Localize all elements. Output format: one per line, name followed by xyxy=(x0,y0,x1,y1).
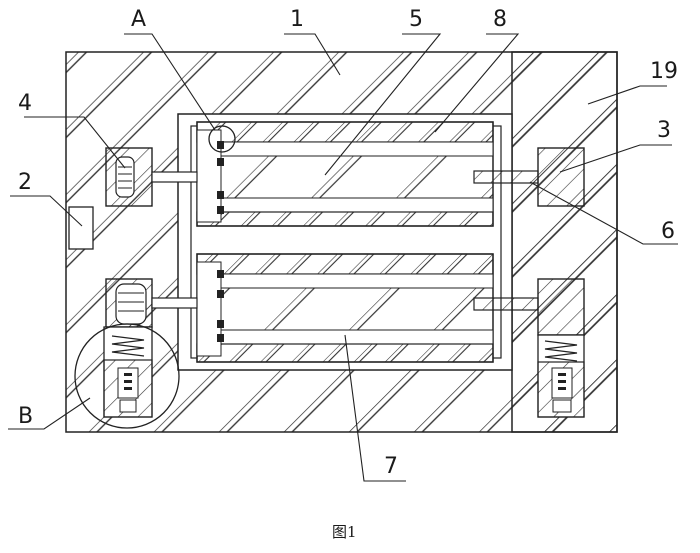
left-motor-lower xyxy=(105,278,198,328)
figure-caption: 图1 xyxy=(332,523,357,541)
label-a: A xyxy=(131,7,146,32)
right-block-upper xyxy=(473,147,585,207)
label-7: 7 xyxy=(384,454,398,479)
left-small-block xyxy=(68,206,94,250)
lower-cartridge xyxy=(196,253,494,363)
label-1: 1 xyxy=(290,7,304,32)
label-4: 4 xyxy=(18,91,32,116)
label-5: 5 xyxy=(409,7,423,32)
label-19: 19 xyxy=(650,59,678,84)
left-motor-upper xyxy=(105,147,198,207)
label-2: 2 xyxy=(18,170,32,195)
label-6: 6 xyxy=(661,219,675,244)
upper-cartridge xyxy=(196,121,494,227)
left-spring-unit xyxy=(74,323,180,429)
label-3: 3 xyxy=(657,118,671,143)
detail-circle-a xyxy=(208,125,236,153)
leader-lines xyxy=(8,33,678,482)
label-8: 8 xyxy=(493,7,507,32)
right-block-lower xyxy=(473,278,585,418)
label-b: B xyxy=(18,404,33,429)
